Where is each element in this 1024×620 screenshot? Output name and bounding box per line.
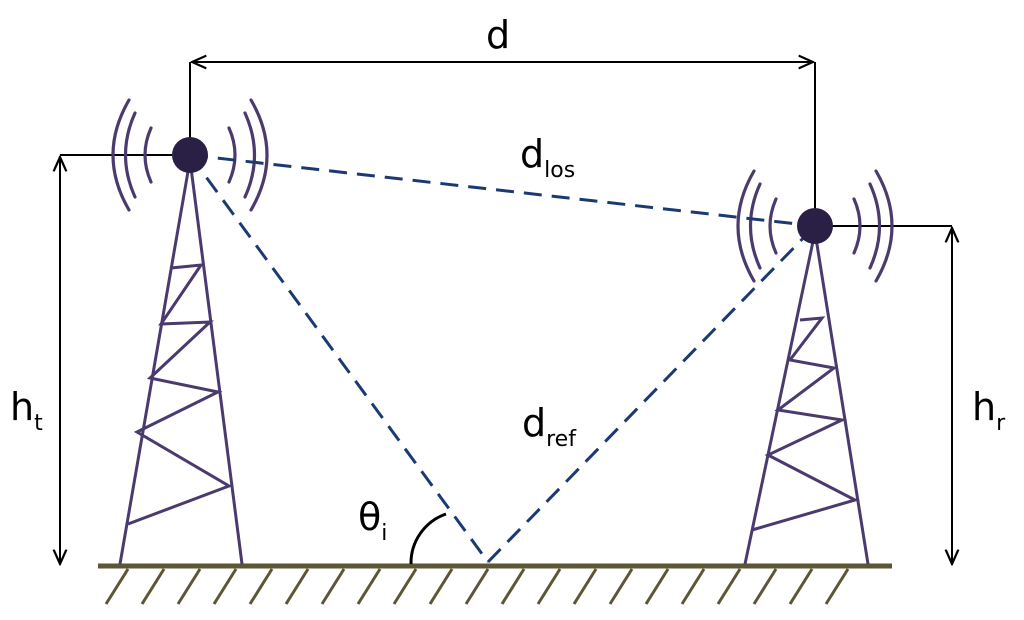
ground-hatching — [104, 568, 850, 605]
hatch-mark — [392, 568, 418, 605]
hatch-mark — [500, 568, 526, 605]
hatch-mark — [536, 568, 562, 605]
hatch-mark — [608, 568, 634, 605]
transmitter-signal-waves — [111, 98, 269, 212]
hatch-mark — [464, 568, 490, 605]
transmitter-antenna — [172, 137, 208, 173]
hatch-mark — [824, 568, 850, 605]
hatch-mark — [428, 568, 454, 605]
hatch-mark — [320, 568, 346, 605]
hatch-mark — [572, 568, 598, 605]
hatch-mark — [248, 568, 274, 605]
hatch-mark — [356, 568, 382, 605]
ht-label: ht — [10, 385, 43, 436]
transmitter-tower — [118, 159, 244, 565]
los-path — [189, 153, 816, 228]
ref-label: dref — [522, 401, 577, 452]
ground — [98, 563, 892, 605]
receiver-antenna — [797, 208, 833, 244]
hatch-mark — [752, 568, 778, 605]
incidence-angle-arc — [409, 512, 447, 565]
signal-paths — [188, 153, 817, 564]
hr-dimension — [815, 225, 952, 564]
hatch-mark — [140, 568, 166, 605]
receiver-signal-waves — [736, 169, 894, 283]
distance-label: d — [486, 13, 510, 57]
hatch-mark — [680, 568, 706, 605]
theta-label: θi — [358, 495, 387, 546]
los-label: dlos — [520, 132, 575, 183]
hatch-mark — [644, 568, 670, 605]
hatch-mark — [104, 568, 130, 605]
hatch-mark — [284, 568, 310, 605]
distance-dimension — [189, 62, 816, 226]
reflected-path — [486, 224, 817, 564]
hatch-mark — [716, 568, 742, 605]
hr-label: hr — [972, 385, 1006, 436]
hatch-mark — [176, 568, 202, 605]
incident-path — [188, 154, 490, 563]
receiver-tower — [743, 231, 870, 565]
hatch-mark — [212, 568, 238, 605]
hatch-mark — [788, 568, 814, 605]
